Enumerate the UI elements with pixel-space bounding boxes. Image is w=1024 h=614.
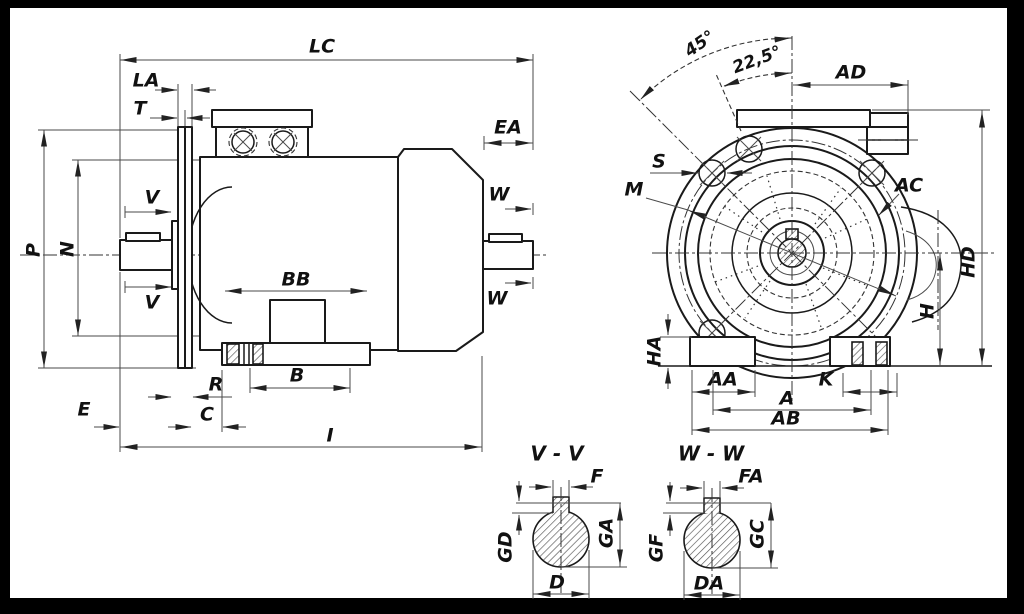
dim-gc-label: GC: [747, 519, 769, 549]
fan-spokes: [714, 175, 868, 328]
dim-gf-label: GF: [646, 534, 668, 563]
dim-ha-label: HA: [644, 336, 666, 367]
shaft-nde: [482, 240, 534, 270]
dim-c-label: C: [200, 404, 214, 426]
flange-plate-front: [177, 126, 186, 369]
section-v-v: V - V F GD GA: [495, 442, 627, 599]
section-v-title: V - V: [530, 442, 585, 466]
dim-k-label: K: [819, 369, 835, 391]
dim-da-label: DA: [694, 573, 724, 595]
side-dimensions: LC LA T P N V V: [23, 36, 534, 450]
diagonal-centerline-135: [629, 90, 882, 343]
dim-n-label: N: [57, 241, 79, 257]
dim-d-label: D: [549, 572, 565, 594]
motor-body: [199, 156, 399, 351]
dim-a-label: A: [778, 388, 795, 410]
dim-i-label: I: [326, 425, 333, 447]
section-mark-w-bottom-label: W: [487, 288, 509, 310]
dim-fa-label: FA: [738, 466, 763, 488]
shaft-de-keyway: [125, 232, 161, 242]
dim-bb-label: BB: [282, 269, 311, 291]
dim-e-label: E: [78, 399, 91, 421]
flange-bolt-holes: [698, 135, 886, 347]
front-view: 45° 22,5° AD S M AC: [625, 27, 995, 435]
terminal-box-front: [736, 109, 871, 128]
dim-ad-label: AD: [834, 62, 866, 84]
section-mark-v-bottom-label: V: [145, 292, 161, 314]
terminal-box-lid-side: [211, 109, 313, 128]
dim-s-label: S: [652, 151, 666, 173]
dim-gd-label: GD: [495, 531, 517, 562]
dim-ea-label: EA: [494, 117, 522, 139]
section-mark-v-top-label: V: [145, 187, 161, 209]
front-dimensions: 45° 22,5° AD S M AC: [625, 27, 990, 435]
section-v-dimensions: F GD GA D: [495, 466, 627, 599]
dim-la-label: LA: [133, 70, 160, 92]
dim-ac-label: AC: [893, 175, 923, 197]
dim-r-label: R: [209, 374, 224, 396]
section-w-title: W - W: [678, 442, 745, 466]
foot-side: [221, 299, 371, 366]
paper: [10, 8, 1007, 598]
dim-aa-label: AA: [706, 369, 737, 391]
dim-m-label: M: [625, 179, 644, 201]
section-w-w: W - W FA GF GC: [646, 442, 778, 600]
dim-ga-label: GA: [596, 518, 618, 548]
dim-p-label: P: [23, 243, 45, 257]
section-mark-w-top-label: W: [489, 184, 511, 206]
dim-h-label: H: [917, 303, 939, 319]
flange-plate-back: [184, 126, 193, 369]
shaft-de: [119, 239, 173, 271]
side-view: LC LA T P N V V: [20, 36, 548, 452]
dim-ab-label: AB: [769, 408, 800, 430]
dim-t-label: T: [134, 98, 149, 120]
bolt-hole-45: [858, 159, 886, 187]
foot-front-left: [689, 336, 756, 367]
bolt-hole-135: [698, 159, 726, 187]
cable-gland-right: [268, 127, 298, 157]
fan-cowl: [397, 148, 484, 352]
dim-f-label: F: [591, 466, 604, 488]
bolt-hole-112: [735, 135, 763, 163]
shaft-nde-keyway: [488, 233, 523, 243]
cable-gland-left: [228, 127, 258, 157]
dim-hd-label: HD: [958, 246, 980, 278]
cable-entry-upper: [869, 112, 909, 128]
dim-lc-label: LC: [309, 36, 335, 58]
section-w-dimensions: FA GF GC DA: [646, 466, 778, 600]
dim-b-label: B: [290, 365, 304, 387]
